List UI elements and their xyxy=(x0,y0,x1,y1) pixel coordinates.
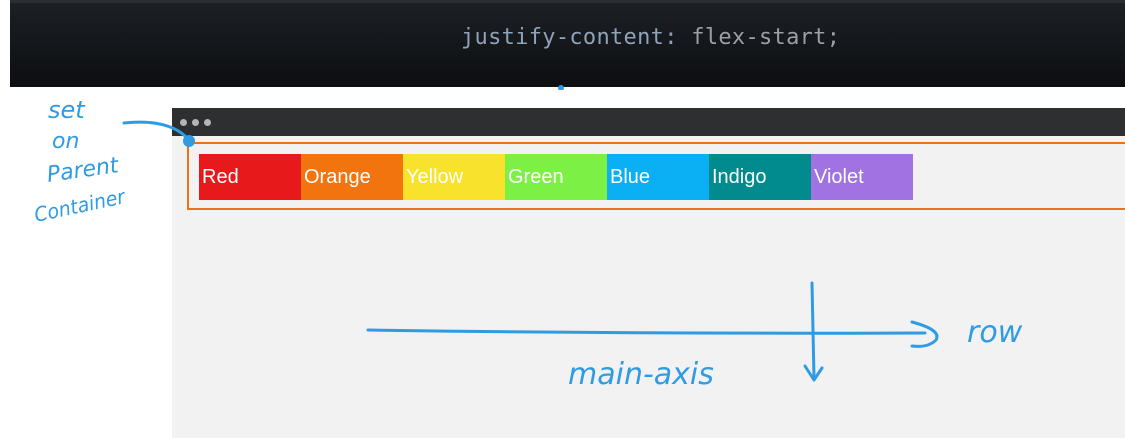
flex-item-blue: Blue xyxy=(607,154,709,200)
css-colon: : xyxy=(664,25,678,50)
browser-window: Red Orange Yellow Green Blue Indigo Viol… xyxy=(172,108,1125,438)
css-property: justify-content xyxy=(461,25,665,50)
window-dot-icon[interactable] xyxy=(180,119,187,126)
flex-item-red: Red xyxy=(199,154,301,200)
flex-parent-container: Red Orange Yellow Green Blue Indigo Viol… xyxy=(187,142,1125,210)
cursor-dot xyxy=(558,85,564,90)
flex-item-green: Green xyxy=(505,154,607,200)
flex-item-orange: Orange xyxy=(301,154,403,200)
browser-titlebar xyxy=(172,108,1125,136)
flex-item-yellow: Yellow xyxy=(403,154,505,200)
note-line-set: set xyxy=(48,96,86,124)
flex-item-violet: Violet xyxy=(811,154,913,200)
note-line-parent: Parent xyxy=(45,153,121,188)
window-dot-icon[interactable] xyxy=(204,119,211,126)
window-dot-icon[interactable] xyxy=(192,119,199,126)
css-declaration: justify-content: flex-start; xyxy=(461,25,840,50)
banner-decoration xyxy=(558,85,564,90)
note-line-container: Container xyxy=(32,184,129,227)
flex-item-row: Red Orange Yellow Green Blue Indigo Viol… xyxy=(199,154,913,200)
note-line-on: on xyxy=(52,129,79,154)
flex-item-indigo: Indigo xyxy=(709,154,811,200)
css-value: flex-start; xyxy=(691,25,841,50)
code-banner: justify-content: flex-start; xyxy=(10,0,1125,90)
